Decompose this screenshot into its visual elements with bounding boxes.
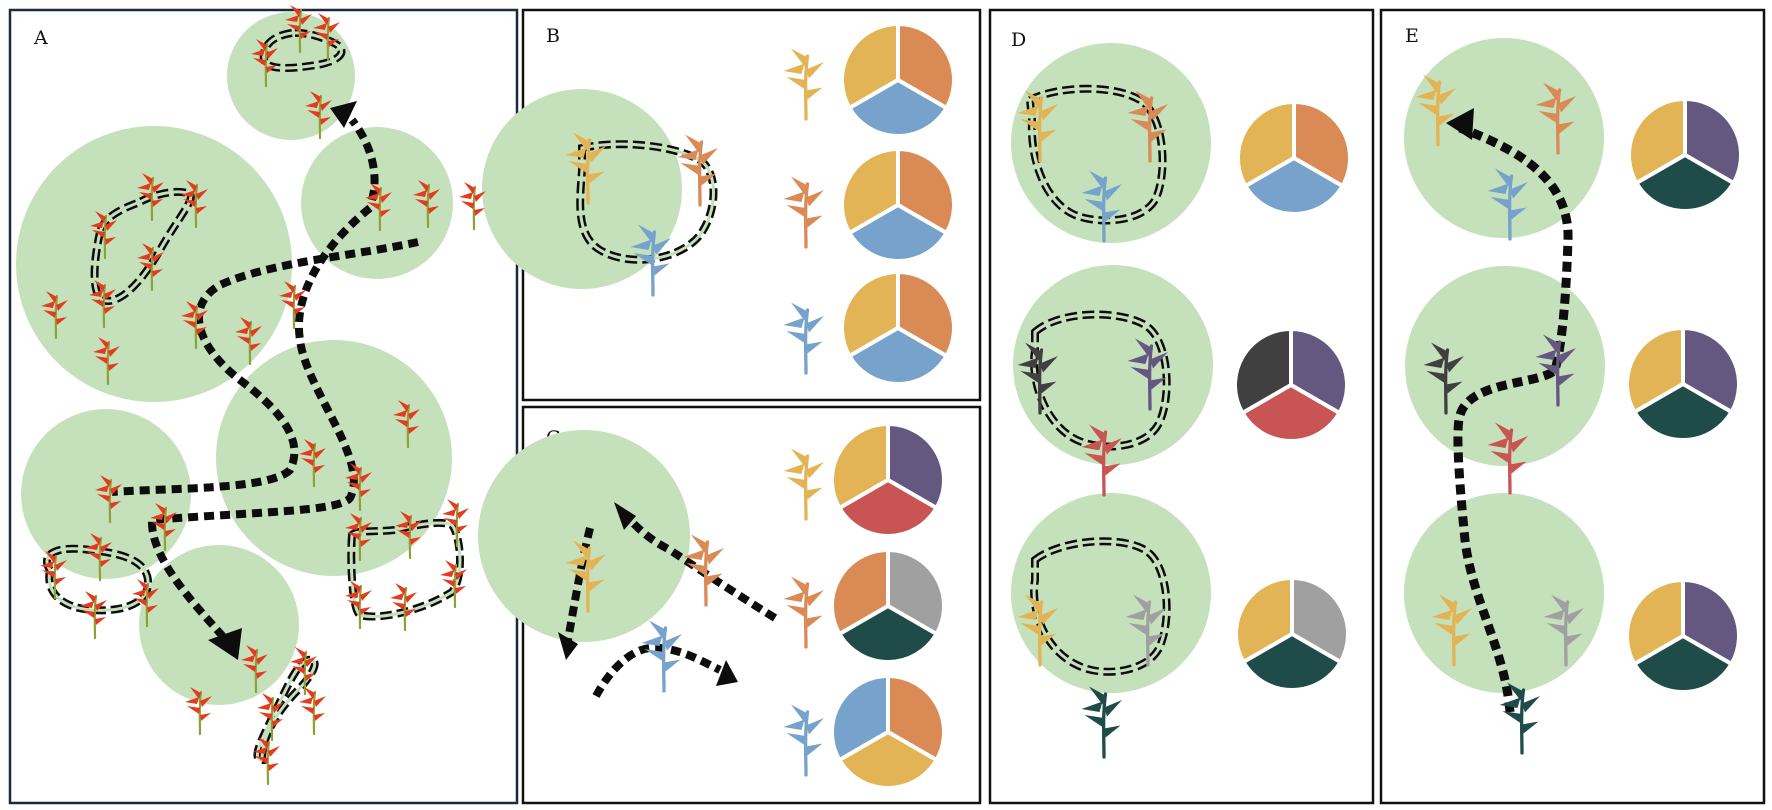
pie-slice-e-1-3 bbox=[1634, 153, 1736, 213]
habitat-patch-e-13 bbox=[1405, 266, 1605, 466]
pie-slice-d-1-3 bbox=[1243, 156, 1345, 216]
three-slice-pie-icon-d-3 bbox=[1234, 576, 1350, 692]
panel-c-path-3 bbox=[592, 643, 722, 698]
panel-a-arrowhead-1 bbox=[330, 101, 357, 128]
pie-slice-c-2-3 bbox=[837, 604, 939, 664]
panel-a-path-1 bbox=[111, 238, 419, 496]
panel-b-label: B bbox=[546, 25, 560, 47]
habitat-patch-a-6 bbox=[139, 545, 299, 705]
panel-c-arrowhead-2 bbox=[614, 502, 636, 530]
panel-a-label: A bbox=[33, 27, 48, 49]
pie-slice-d-2-3 bbox=[1240, 383, 1342, 443]
pie-slice-c-1-3 bbox=[837, 478, 939, 538]
three-slice-pie-icon-e-2 bbox=[1625, 326, 1741, 442]
three-slice-pie-icon-c-3 bbox=[830, 674, 946, 790]
panel-e-path bbox=[1453, 123, 1573, 713]
three-slice-pie-icon-e-3 bbox=[1625, 578, 1741, 694]
panel-c-arrowhead-1 bbox=[558, 632, 578, 660]
pie-slice-e-3-3 bbox=[1632, 634, 1734, 694]
panel-c-path-1 bbox=[564, 527, 594, 641]
three-slice-pie-icon-c-1 bbox=[830, 422, 946, 538]
panel-c-arrowhead-3 bbox=[716, 660, 738, 686]
three-slice-pie-icon-b-2 bbox=[840, 147, 956, 263]
pie-slice-b-2-3 bbox=[847, 203, 949, 263]
three-slice-pie-icon-c-2 bbox=[830, 548, 946, 664]
three-slice-pie-icon-d-1 bbox=[1236, 100, 1352, 216]
pie-slice-b-1-3 bbox=[847, 78, 949, 138]
panel-d-loop-1-inner bbox=[1028, 87, 1165, 222]
pie-slice-b-3-3 bbox=[847, 326, 949, 386]
pie-slice-c-3-3 bbox=[837, 730, 939, 790]
panel-a-arrowhead-2 bbox=[208, 628, 242, 660]
panel-d-label: D bbox=[1011, 29, 1026, 51]
pie-slice-d-3-3 bbox=[1241, 632, 1343, 692]
panel-b-loop-inner bbox=[578, 142, 715, 262]
three-slice-pie-icon-b-1 bbox=[840, 22, 956, 138]
panel-e-arrowhead bbox=[1446, 108, 1474, 140]
habitat-patch-a-5 bbox=[216, 340, 452, 576]
panel-a-path-2 bbox=[147, 204, 373, 643]
panel-d-loop-2-inner bbox=[1032, 313, 1169, 449]
panel-e-label: E bbox=[1405, 25, 1419, 47]
pie-slice-e-2-3 bbox=[1632, 382, 1734, 442]
habitat-patch-e-12 bbox=[1404, 38, 1604, 238]
three-slice-pie-icon-e-1 bbox=[1627, 97, 1743, 213]
habitat-patch-a-4 bbox=[21, 409, 191, 579]
panel-a-path-3 bbox=[348, 117, 379, 202]
three-slice-pie-icon-b-3 bbox=[840, 270, 956, 386]
three-slice-pie-icon-d-2 bbox=[1233, 327, 1349, 443]
panel-c-path-2 bbox=[625, 515, 778, 622]
